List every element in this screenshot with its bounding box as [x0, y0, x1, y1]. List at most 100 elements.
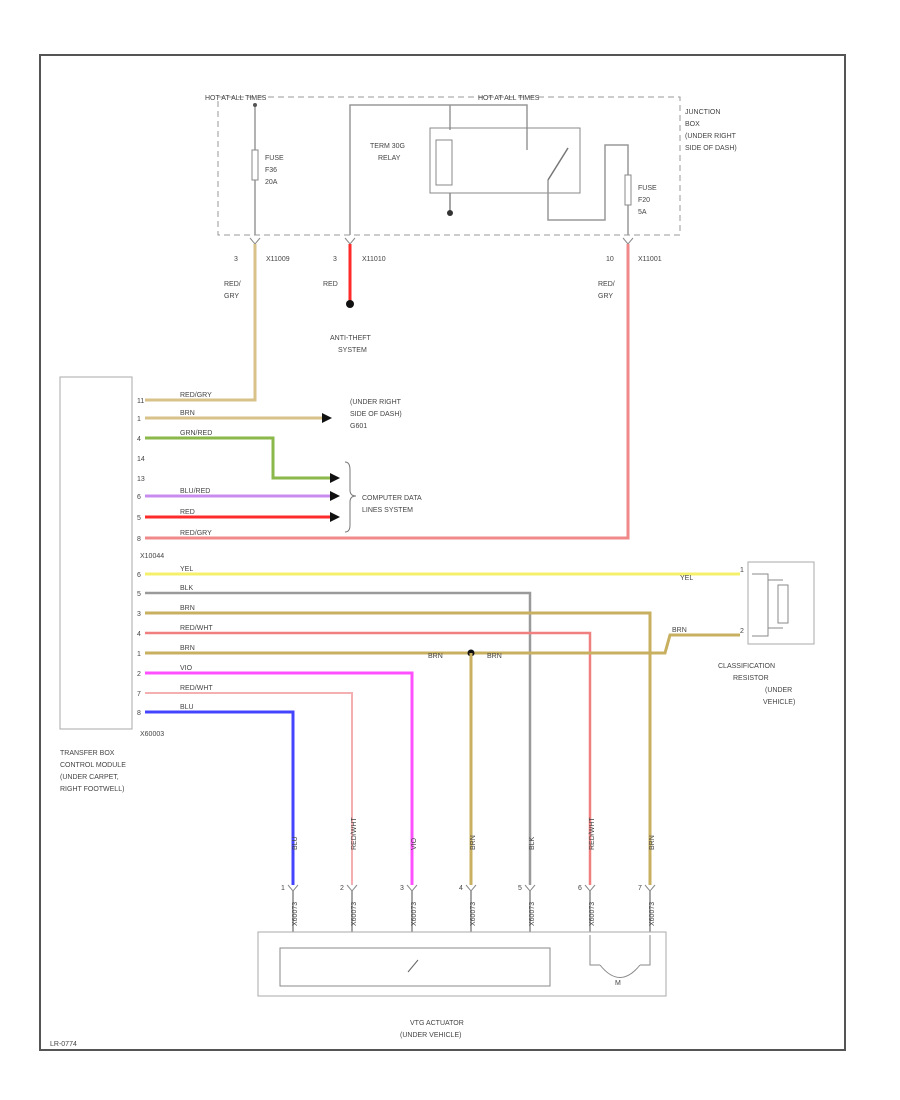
actuator-pin-num-3: 4: [459, 885, 463, 892]
junction-label-4: SIDE OF DASH): [685, 145, 737, 152]
fuse-right-label-2: F20: [638, 197, 650, 204]
junction-box-outline: [217, 96, 681, 236]
vert-wire-label-3: BRN: [470, 835, 477, 850]
module-label-2: CONTROL MODULE: [60, 762, 126, 769]
fuse-right-label-3: 5A: [638, 209, 647, 216]
classification-resistor: [777, 584, 789, 624]
module-pin-2: 4: [137, 436, 141, 443]
module-pin-4: 13: [137, 476, 145, 483]
vert-wire-label-0: BLU: [292, 836, 299, 850]
actuator-pin-id-3: X60073: [470, 902, 477, 926]
actuator-pin-num-5: 6: [578, 885, 582, 892]
module-wire-label-10: BRN: [180, 605, 195, 612]
module-pin-10: 3: [137, 611, 141, 618]
classification-label-4: VEHICLE): [763, 699, 795, 706]
motor-wiring: [589, 935, 651, 966]
grn-arrow: [330, 473, 340, 483]
junction-label-3: (UNDER RIGHT: [685, 133, 737, 140]
module-pin-15: 8: [137, 710, 141, 717]
actuator-pin-num-6: 7: [638, 885, 642, 892]
relay-box: [429, 127, 581, 194]
actuator-pin-id-2: X60073: [411, 902, 418, 926]
module-pin-14: 7: [137, 691, 141, 698]
module-label-4: RIGHT FOOTWELL): [60, 786, 124, 793]
actuator-pin-id-5: X60073: [589, 902, 596, 926]
anti-theft-label-2: SYSTEM: [338, 347, 367, 354]
module-pin-7: 8: [137, 536, 141, 543]
wire-right-label-2: GRY: [598, 293, 613, 300]
fuse-right-label-1: FUSE: [638, 185, 657, 192]
splice-label-left: BRN: [428, 653, 443, 660]
wire-mid-label: RED: [323, 281, 338, 288]
relay-feed-wire: [349, 104, 528, 235]
actuator-conn-symbol-6: [644, 884, 656, 892]
module-pin-group: 11RED/GRY1BRN4GRN/RED14136BLU/RED5RED8RE…: [137, 392, 213, 717]
fuse-left-label-3: 20A: [265, 179, 278, 186]
module-label-1: TRANSFER BOX: [60, 750, 115, 757]
classification-label-2: RESISTOR: [733, 675, 769, 682]
anti-theft-terminal: [346, 300, 354, 308]
computer-data-label-2: LINES SYSTEM: [362, 507, 413, 514]
under-dash-label-1: (UNDER RIGHT: [350, 399, 402, 406]
module-wire-label-0: RED/GRY: [180, 392, 212, 399]
module-wire-label-13: VIO: [180, 665, 193, 672]
classification-wiring: [752, 573, 769, 637]
classification-label-1: CLASSIFICATION: [718, 663, 775, 670]
conn2-id: X11010: [362, 256, 386, 263]
classification-pin-1: 1: [740, 567, 744, 574]
relay-label-1: TERM 30G: [370, 143, 405, 150]
relay-label-2: RELAY: [378, 155, 401, 162]
wire-vio: [145, 671, 414, 885]
module-pin-8: 6: [137, 572, 141, 579]
brn-label-right: BRN: [672, 627, 687, 634]
relay-output-wire: [547, 144, 629, 235]
module-pin-9: 5: [137, 591, 141, 598]
actuator-pin-num-0: 1: [281, 885, 285, 892]
module-pin-13: 2: [137, 671, 141, 678]
wire-left-label-1: RED/: [224, 281, 241, 288]
relay-coil: [435, 139, 453, 186]
conn2-pin: 3: [333, 256, 337, 263]
module-wire-label-1: BRN: [180, 410, 195, 417]
module-pin-3: 14: [137, 456, 145, 463]
vert-wire-label-4: BLK: [529, 836, 536, 850]
vert-wire-label-2: VIO: [411, 837, 418, 850]
actuator-pin-num-4: 5: [518, 885, 522, 892]
conn2-symbol: [344, 237, 356, 245]
actuator-conn-symbol-2: [406, 884, 418, 892]
wire-brn-1: [145, 633, 740, 655]
fuse-left-top-dot: [253, 103, 257, 107]
conn1-id: X11009: [266, 256, 290, 263]
actuator-conn-symbol-4: [524, 884, 536, 892]
module-wire-label-5: BLU/RED: [180, 488, 210, 495]
anti-theft-label-1: ANTI-THEFT: [330, 335, 372, 342]
fuse-left-label-1: FUSE: [265, 155, 284, 162]
fuse-right-symbol: [624, 174, 632, 206]
blu-red-arrow: [330, 491, 340, 501]
splice-label-right: BRN: [487, 653, 502, 660]
actuator-wire-group: BLU1X60073RED/WHT2X60073VIO3X60073BRN4X6…: [281, 817, 656, 932]
vert-wire-label-1: RED/WHT: [351, 817, 358, 850]
under-dash-label-3: G601: [350, 423, 367, 430]
wire-red-gry-right: [145, 244, 630, 540]
actuator-conn-symbol-5: [584, 884, 596, 892]
conn3-pin: 10: [606, 256, 614, 263]
module-label-3: (UNDER CARPET,: [60, 774, 119, 781]
diagram-frame: [39, 54, 846, 1051]
red-arrow: [330, 512, 340, 522]
actuator-sensor-symbol: [407, 959, 419, 973]
actuator-conn-symbol-3: [465, 884, 477, 892]
wire-blk: [145, 591, 532, 885]
module-pin-0: 11: [137, 398, 144, 405]
module-wire-label-2: GRN/RED: [180, 430, 212, 437]
module-pin-12: 1: [137, 651, 141, 658]
wire-left-label-2: GRY: [224, 293, 239, 300]
module-wire-label-12: BRN: [180, 645, 195, 652]
wire-right-label-1: RED/: [598, 281, 615, 288]
vert-wire-label-5: RED/WHT: [589, 817, 596, 850]
actuator-label-1: VTG ACTUATOR: [410, 1020, 464, 1027]
conn3-symbol: [622, 237, 634, 245]
conn3-id: X11001: [638, 256, 662, 263]
actuator-pin-id-0: X60073: [292, 902, 299, 926]
classification-pin-2: 2: [740, 628, 744, 635]
